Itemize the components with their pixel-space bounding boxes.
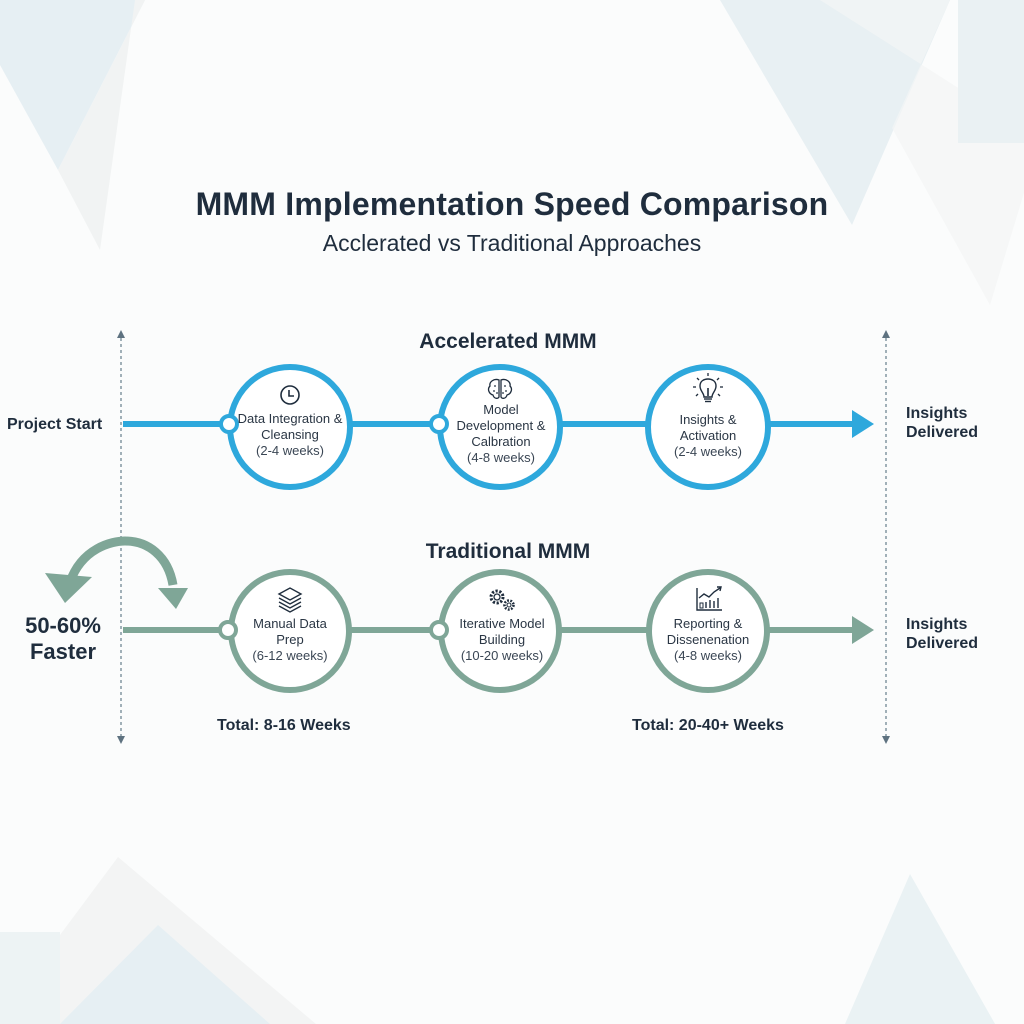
accelerated-stage-3: [645, 364, 771, 490]
end-label-line1: Insights: [906, 405, 968, 422]
bg-triangle-bottom-right: [845, 874, 1024, 1024]
traditional-stage-2-text: Iterative Model Building (10-20 weeks): [450, 616, 554, 664]
brain-icon: [487, 378, 513, 399]
axis-arrow-up-icon: [117, 330, 125, 338]
stage-duration: (6-12 weeks): [252, 648, 328, 663]
accelerated-stage-3-text: Insights & Activation (2-4 weeks): [663, 412, 753, 460]
stage-name: Manual Data Prep: [253, 616, 327, 647]
traditional-stage-1-text: Manual Data Prep (6-12 weeks): [245, 616, 335, 664]
project-start-label: Project Start: [7, 416, 103, 433]
bg-triangle-top-left: [0, 0, 145, 170]
connector-node: [429, 414, 449, 434]
clock-icon: [280, 385, 300, 405]
speedup-curved-arrow-icon: [45, 536, 188, 609]
accelerated-stage-2-text: Model Development & Calbration (4-8 week…: [446, 402, 556, 466]
axis-arrow-down-icon: [882, 736, 890, 744]
speedup-percent: 50-60%: [25, 613, 101, 638]
end-label-line1: Insights: [906, 616, 968, 633]
stage-duration: (4-8 weeks): [674, 648, 742, 663]
traditional-total: Total: 20-40+ Weeks: [632, 717, 784, 734]
accelerated-total: Total: 8-16 Weeks: [217, 717, 351, 734]
accelerated-stage-2: [429, 364, 563, 490]
accelerated-section-title: Accelerated MMM: [419, 330, 597, 353]
traditional-stage-2: [429, 569, 562, 693]
speedup-word: Faster: [29, 639, 97, 664]
bar-chart-trend-icon: [696, 586, 722, 611]
layers-icon: [277, 587, 303, 613]
stage-duration: (2-4 weeks): [256, 443, 324, 458]
speedup-label: 50-60% Faster: [0, 613, 128, 665]
traditional-end-label: Insights Delivered: [906, 615, 978, 653]
stage-name: Insights & Activation: [679, 412, 737, 443]
axis-arrow-down-icon: [117, 736, 125, 744]
end-label-line2: Delivered: [906, 424, 979, 441]
bg-rect-bottom-left: [0, 932, 60, 1024]
traditional-end-arrow-icon: [852, 616, 874, 644]
bg-triangle-bottom-left: [60, 925, 270, 1024]
traditional-stage-1: [218, 569, 352, 693]
stage-name: Data Integration & Cleansing: [237, 411, 343, 442]
accelerated-end-arrow-icon: [852, 410, 874, 438]
end-axis: [882, 330, 890, 744]
traditional-section-title: Traditional MMM: [425, 540, 591, 563]
lightbulb-icon: [693, 373, 723, 403]
connector-node: [429, 620, 449, 640]
end-label-line2: Delivered: [906, 635, 979, 652]
page-subtitle: Acclerated vs Traditional Approaches: [322, 230, 702, 256]
page-title: MMM Implementation Speed Comparison: [195, 186, 829, 222]
stage-name: Model Development & Calbration: [456, 402, 546, 449]
accelerated-stage-1: [219, 364, 353, 490]
bg-rect-top-right: [958, 0, 1024, 143]
bg-triangle-top-right-shade: [820, 0, 1024, 305]
connector-node: [219, 414, 239, 434]
accelerated-stage-1-text: Data Integration & Cleansing (2-4 weeks): [230, 411, 350, 459]
stage-duration: (4-8 weeks): [467, 450, 535, 465]
stage-name: Reporting & Dissenenation: [666, 616, 750, 647]
traditional-stage-3-text: Reporting & Dissenenation (4-8 weeks): [653, 616, 763, 664]
bg-triangle-top-left-shade: [58, 0, 145, 250]
bg-triangle-top-right: [720, 0, 950, 225]
axis-arrow-up-icon: [882, 330, 890, 338]
traditional-stage-3: [646, 569, 770, 693]
stage-duration: (10-20 weeks): [460, 648, 544, 663]
connector-node: [218, 620, 238, 640]
stage-name: Iterative Model Building: [459, 616, 545, 647]
gears-icon: [489, 589, 515, 611]
stage-duration: (2-4 weeks): [674, 444, 742, 459]
accelerated-end-label: Insights Delivered: [906, 404, 978, 442]
